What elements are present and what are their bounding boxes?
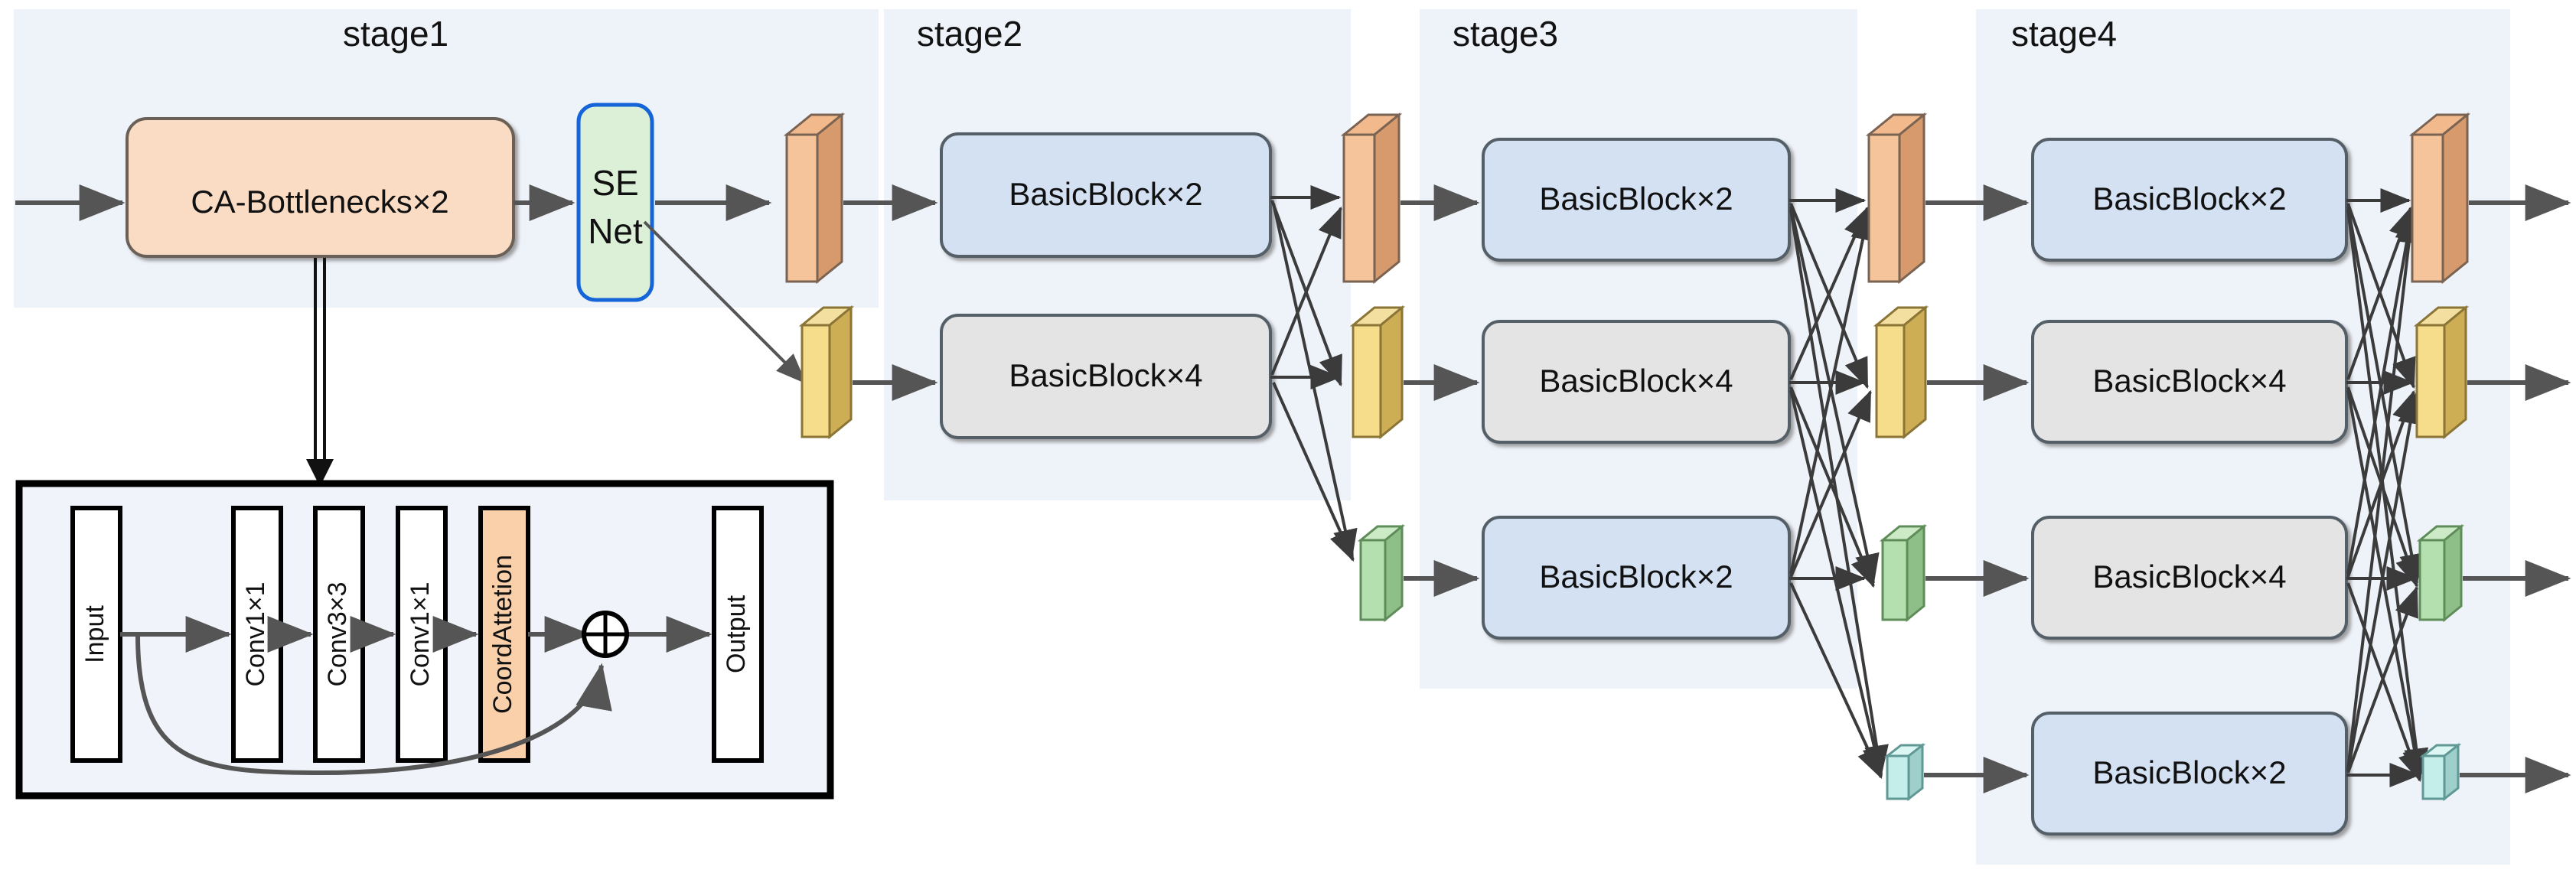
stage2-exchange-links bbox=[1270, 185, 1358, 562]
feature-slab-yellow-s4 bbox=[2413, 305, 2470, 440]
stage4-block-3-label: BasicBlock×2 bbox=[2092, 754, 2286, 790]
feature-slab-cyan-s3 bbox=[1883, 742, 1926, 802]
detail-item-conv1x1-b: Conv1×1 bbox=[396, 506, 448, 763]
stage2-block-1-label: BasicBlock×4 bbox=[1009, 357, 1202, 393]
detail-residual-skip-path bbox=[135, 634, 612, 776]
feature-slab-green-s2 bbox=[1357, 523, 1406, 623]
stage4-label: stage4 bbox=[2011, 14, 2117, 54]
stage3-block-0[interactable]: BasicBlock×2 bbox=[1482, 138, 1791, 262]
detail-item-conv1x1-a-label: Conv1×1 bbox=[241, 581, 270, 686]
detail-item-input-label: Input bbox=[80, 605, 109, 663]
stage2-label: stage2 bbox=[917, 14, 1022, 54]
detail-sum-node bbox=[582, 611, 629, 658]
stage4-exchange-links bbox=[2346, 188, 2429, 787]
feature-slab-yellow-s2 bbox=[1349, 305, 1406, 440]
arrow-senet-to-yellow bbox=[643, 220, 807, 384]
stage3-block-1[interactable]: BasicBlock×4 bbox=[1482, 320, 1791, 444]
senet-label-line2: Net bbox=[588, 211, 643, 251]
stage3-block-2-label: BasicBlock×2 bbox=[1539, 559, 1733, 594]
detail-item-conv1x1-a: Conv1×1 bbox=[231, 506, 283, 763]
senet-label-line1: SE bbox=[592, 163, 638, 203]
stage4-block-1-label: BasicBlock×4 bbox=[2092, 363, 2286, 399]
detail-item-output: Output bbox=[712, 506, 764, 763]
stage3-block-1-label: BasicBlock×4 bbox=[1539, 363, 1733, 399]
detail-item-coord-attention: CoordAttetion bbox=[478, 506, 530, 763]
detail-item-output-label: Output bbox=[722, 594, 751, 673]
stage3-block-2[interactable]: BasicBlock×2 bbox=[1482, 516, 1791, 640]
feature-slab-orange-s4 bbox=[2408, 112, 2471, 285]
stage4-block-2[interactable]: BasicBlock×4 bbox=[2031, 516, 2348, 640]
feature-slab-orange-s3 bbox=[1865, 112, 1928, 285]
stage1-label: stage1 bbox=[343, 14, 448, 54]
stage2-block-0-label: BasicBlock×2 bbox=[1009, 176, 1202, 212]
stage4-block-0-label: BasicBlock×2 bbox=[2092, 181, 2286, 217]
stage1-block-ca-bottlenecks-label: CA-Bottlenecks×2 bbox=[191, 184, 448, 220]
stage4-block-0[interactable]: BasicBlock×2 bbox=[2031, 138, 2348, 262]
stage3-block-0-label: BasicBlock×2 bbox=[1539, 181, 1733, 217]
detail-item-conv3x3: Conv3×3 bbox=[313, 506, 365, 763]
stage2-block-1[interactable]: BasicBlock×4 bbox=[940, 314, 1272, 439]
feature-slab-green-s4 bbox=[2416, 523, 2465, 623]
feature-slab-cyan-s4 bbox=[2419, 742, 2462, 802]
stage3-label: stage3 bbox=[1453, 14, 1558, 54]
detail-item-coord-attention-label: CoordAttetion bbox=[488, 555, 517, 714]
feature-slab-yellow-s3 bbox=[1873, 305, 1929, 440]
stage4-block-3[interactable]: BasicBlock×2 bbox=[2031, 712, 2348, 836]
detail-item-conv1x1-b-label: Conv1×1 bbox=[406, 581, 435, 686]
stage1-block-senet[interactable]: SE Net bbox=[576, 103, 654, 302]
stage4-block-1[interactable]: BasicBlock×4 bbox=[2031, 320, 2348, 444]
feature-slab-orange-s1 bbox=[783, 112, 846, 285]
stage2-block-0[interactable]: BasicBlock×2 bbox=[940, 132, 1272, 258]
stage4-block-2-label: BasicBlock×4 bbox=[2092, 559, 2286, 594]
stage3-exchange-links bbox=[1789, 188, 1889, 780]
detail-pointer-arrow bbox=[306, 258, 334, 487]
feature-slab-yellow-s1 bbox=[798, 305, 855, 440]
ca-bottleneck-detail-panel: Input Conv1×1 Conv3×3 Conv1×1 CoordAttet… bbox=[15, 480, 834, 800]
stage1-block-ca-bottlenecks[interactable]: CA-Bottlenecks×2 bbox=[126, 117, 515, 258]
detail-item-conv3x3-label: Conv3×3 bbox=[323, 581, 352, 686]
feature-slab-green-s3 bbox=[1879, 523, 1928, 623]
detail-item-input: Input bbox=[70, 506, 122, 763]
feature-slab-orange-s2 bbox=[1340, 112, 1403, 285]
